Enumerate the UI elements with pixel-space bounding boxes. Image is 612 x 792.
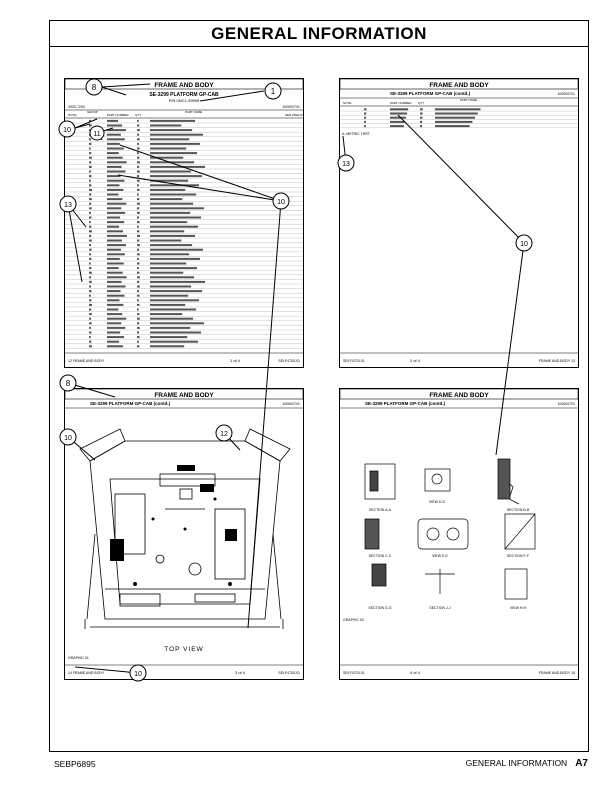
- parts-list-1-col-note: NOTE: [68, 113, 76, 117]
- parts-list-1-col-group: GROUP: [87, 110, 98, 114]
- parts-list-2-page-left: SELF4703-01: [343, 359, 365, 363]
- parts-list-2-subtitle: SE-3299 PLATFORM GP-CAB (contd.): [390, 91, 471, 96]
- footer-section-title: GENERAL INFORMATION: [465, 758, 568, 768]
- parts-list-2-col-qty: QTY: [418, 101, 424, 105]
- parts-list-1-col-qty: QTY: [135, 113, 141, 117]
- top-view-subtitle: SE-3299 PLATFORM GP-CAB (contd.): [90, 401, 171, 406]
- top-view-graphic-label: GRAPHIC 01: [68, 656, 89, 660]
- parts-list-2-doc-right: 100000701: [557, 92, 575, 96]
- parts-list-2-col-note: NOTE: [343, 101, 351, 105]
- parts-list-1-page-info: 1 of 4: [230, 358, 241, 363]
- parts-list-1-graphic: FRAME AND BODY SE-3299 PLATFORM GP-CAB P…: [65, 79, 303, 363]
- sheet-parts-list-1: FRAME AND BODY SE-3299 PLATFORM GP-CAB P…: [64, 78, 304, 368]
- parts-list-2-col-name: PART NAME: [460, 98, 477, 102]
- parts-list-1-page-right: SELF4703-01: [278, 359, 300, 363]
- parts-list-2-graphic: FRAME AND BODY SE-3299 PLATFORM GP-CAB (…: [340, 79, 578, 363]
- top-view-page-right: SELF4703-01: [278, 671, 300, 675]
- section-views-page-right: FRAME AND BODY 15: [539, 671, 575, 675]
- page-frame: GENERAL INFORMATION: [49, 20, 589, 752]
- parts-list-1-col-name: PART NAME: [185, 110, 202, 114]
- page-banner-title: GENERAL INFORMATION: [50, 21, 588, 47]
- parts-list-1-subtitle: SE-3299 PLATFORM GP-CAB: [149, 92, 219, 98]
- parts-list-2-header: FRAME AND BODY: [429, 82, 489, 89]
- section-label: VIEW D-D: [429, 500, 446, 504]
- sheet-parts-list-2: FRAME AND BODY SE-3299 PLATFORM GP-CAB (…: [339, 78, 579, 368]
- section-label: SECTION B-B: [507, 508, 530, 512]
- section-views-page-info: 4 of 4: [410, 670, 421, 675]
- parts-list-1-col-part: PART NUMBER: [107, 113, 129, 117]
- parts-list-1-doc-left: 0903-7203: [68, 105, 85, 109]
- parts-list-1-col-ser: SER PREFIX: [285, 113, 303, 117]
- section-label: SECTION F-F: [507, 554, 529, 558]
- section-views-header: FRAME AND BODY: [429, 392, 489, 399]
- parts-list-1-page-left: 12 FRAME AND BODY: [68, 359, 105, 363]
- parts-list-2-note: A: METRIC THRT: [342, 132, 371, 136]
- section-views-subtitle: SE-3299 PLATFORM GP-CAB (contd.): [365, 401, 446, 406]
- parts-list-1-pin: P/N 0NC1-99999: [169, 98, 200, 103]
- section-views-illustration: FRAME AND BODY SE-3299 PLATFORM GP-CAB (…: [340, 389, 578, 675]
- top-view-doc-right: 100000701: [282, 402, 300, 406]
- section-label: SECTION G-G: [368, 606, 391, 610]
- parts-list-2-page-info: 2 of 4: [410, 358, 421, 363]
- footer-doc-number: SEBP6895: [54, 759, 96, 769]
- section-views-doc-right: 100000701: [557, 402, 575, 406]
- parts-list-2-col-part: PART NUMBER: [390, 101, 412, 105]
- top-view-page-info: 3 of 4: [235, 670, 246, 675]
- parts-list-1-doc-right: 100000701: [282, 105, 300, 109]
- section-label: SECTION J-J: [429, 606, 450, 610]
- section-label: VIEW E-E: [432, 554, 448, 558]
- top-view-page-left: 14 FRAME AND BODY: [68, 671, 105, 675]
- sheet-section-views: FRAME AND BODY SE-3299 PLATFORM GP-CAB (…: [339, 388, 579, 680]
- footer-page-number: A7: [575, 758, 588, 769]
- section-label: SECTION C-C: [369, 554, 392, 558]
- parts-list-2-page-right: FRAME AND BODY 13: [539, 359, 575, 363]
- sheet-top-view: FRAME AND BODY SE-3299 PLATFORM GP-CAB (…: [64, 388, 304, 680]
- section-label: SECTION A-A: [369, 508, 392, 512]
- top-view-label: TOP VIEW: [164, 646, 204, 653]
- footer-section: GENERAL INFORMATION A7: [466, 758, 588, 769]
- parts-list-1-header: FRAME AND BODY: [154, 82, 214, 89]
- top-view-header: FRAME AND BODY: [154, 392, 214, 399]
- section-views-page-left: SELF4703-01: [343, 671, 365, 675]
- top-view-illustration: FRAME AND BODY SE-3299 PLATFORM GP-CAB (…: [65, 389, 303, 675]
- section-label: VIEW H-H: [510, 606, 527, 610]
- section-views-graphic-label: GRAPHIC 02: [343, 618, 364, 622]
